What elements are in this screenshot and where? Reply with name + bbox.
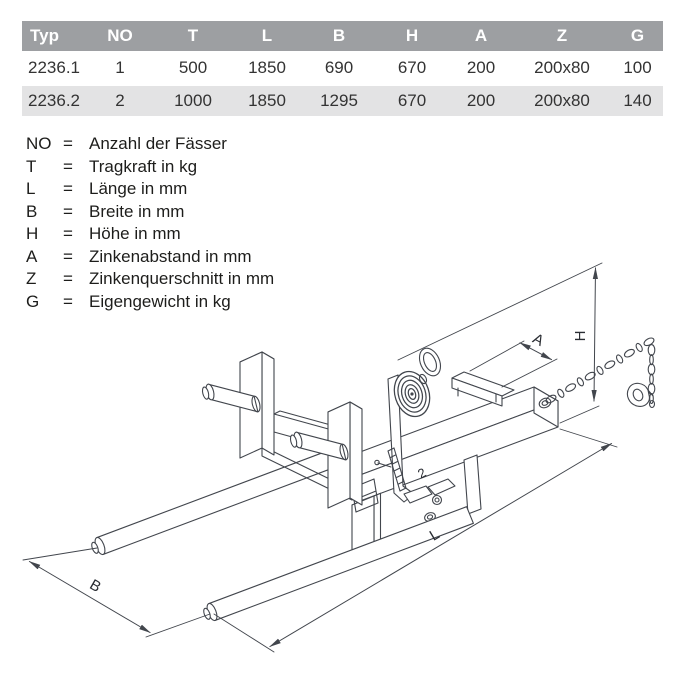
legend-item-l: L = Länge in mm	[26, 178, 274, 201]
equals-sign: =	[63, 134, 73, 153]
cell-no: 2	[115, 91, 125, 110]
legend-item-no: NO = Anzahl der Fässer	[26, 133, 274, 156]
abbreviation-legend: NO = Anzahl der Fässer T = Tragkraft in …	[26, 133, 274, 313]
legend-text: Breite in mm	[89, 201, 185, 221]
fork-rear	[91, 446, 346, 556]
equals-sign: =	[63, 179, 73, 198]
cell-l: 1850	[248, 91, 286, 110]
col-header-a: A	[474, 26, 488, 45]
legend-key: A	[26, 246, 38, 266]
fork-front	[203, 506, 474, 622]
table-header-row: Typ NO T L B H A Z G	[22, 21, 663, 51]
dim-label-a: A	[530, 330, 547, 350]
legend-item-g: G = Eigengewicht in kg	[26, 291, 274, 314]
col-header-b: B	[332, 26, 346, 45]
legend-key: B	[26, 201, 38, 221]
col-header-h: H	[405, 26, 419, 45]
equals-sign: =	[63, 224, 73, 243]
dim-a	[469, 340, 558, 388]
legend-key: L	[26, 179, 36, 198]
dim-label-h: H	[572, 331, 589, 342]
fork-pocket-bracket	[451, 371, 515, 407]
legend-item-z: Z = Zinkenquerschnitt in mm	[26, 268, 274, 291]
legend-key: Z	[26, 269, 37, 288]
equals-sign: =	[63, 246, 73, 266]
col-header-l: L	[261, 26, 273, 45]
fork-heel-bracket	[463, 454, 482, 515]
dim-h	[559, 267, 600, 424]
cell-g: 140	[623, 91, 652, 110]
legend-item-b: B = Breite in mm	[26, 201, 274, 224]
legend-item-h: H = Höhe in mm	[26, 223, 274, 246]
cell-b: 1295	[320, 91, 358, 110]
cell-typ: 2236.1	[28, 57, 80, 77]
table-row: 2236.1 1 500 1850 690 670 200 200x80 100	[22, 51, 663, 84]
col-header-z: Z	[556, 26, 568, 45]
equals-sign: =	[63, 201, 73, 221]
left-gripper-pin	[201, 383, 261, 413]
cell-h: 670	[397, 57, 427, 77]
cell-z: 200x80	[534, 57, 590, 77]
legend-key: G	[26, 291, 40, 311]
col-header-no: NO	[107, 26, 133, 45]
legend-item-a: A = Zinkenabstand in mm	[26, 246, 274, 269]
col-header-typ: Typ	[30, 26, 59, 45]
legend-text: Tragkraft in kg	[89, 156, 198, 176]
cell-z: 200x80	[534, 91, 590, 110]
h-extension-top	[397, 262, 603, 361]
legend-text: Eigengewicht in kg	[89, 291, 231, 311]
legend-text: Zinkenabstand in mm	[89, 246, 252, 266]
legend-key: NO	[26, 134, 52, 153]
legend-text: Höhe in mm	[89, 224, 181, 243]
technical-drawing: H A L B 2	[0, 250, 684, 700]
dim-b	[22, 547, 211, 638]
cell-a: 200	[466, 91, 496, 110]
cell-typ: 2236.2	[28, 91, 80, 110]
cell-t: 500	[178, 57, 208, 77]
dim-label-b: B	[87, 576, 104, 596]
legend-text: Zinkenquerschnitt in mm	[89, 269, 275, 288]
cell-t: 1000	[174, 91, 212, 110]
coil-spring	[393, 370, 431, 418]
chain-hook	[626, 382, 654, 407]
equals-sign: =	[63, 156, 73, 176]
legend-item-t: T = Tragkraft in kg	[26, 156, 274, 179]
cell-g: 100	[623, 57, 652, 77]
table-row: 2236.2 2 1000 1850 1295 670 200 200x80 1…	[22, 84, 663, 116]
legend-text: Länge in mm	[89, 179, 188, 198]
col-header-t: T	[187, 26, 199, 45]
equals-sign: =	[63, 269, 73, 288]
cell-b: 690	[324, 57, 354, 77]
cell-no: 1	[115, 57, 125, 77]
legend-text: Anzahl der Fässer	[89, 134, 227, 153]
cell-l: 1850	[248, 57, 286, 77]
col-header-g: G	[630, 26, 645, 45]
cell-a: 200	[466, 57, 496, 77]
spec-table: Typ NO T L B H A Z G 2236.1 1 500 1850 6…	[22, 21, 663, 116]
dim-l	[213, 428, 618, 653]
lifting-ring	[418, 347, 442, 385]
equals-sign: =	[63, 291, 73, 311]
legend-key: H	[26, 224, 39, 243]
cell-h: 670	[397, 91, 427, 110]
chain-anchor	[538, 397, 552, 409]
legend-key: T	[26, 156, 37, 176]
